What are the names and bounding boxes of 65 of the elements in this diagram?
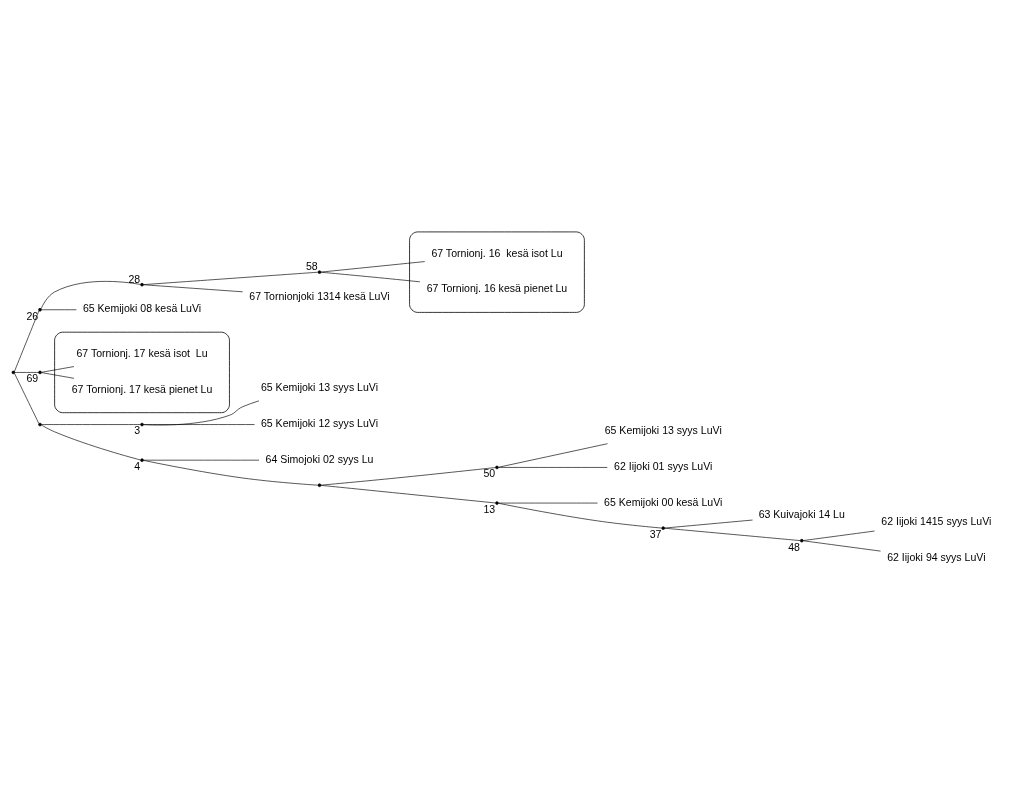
node-text: 65 Kemijoki 08 kesä LuVi — [82, 301, 202, 314]
node-point — [140, 422, 144, 426]
node-point — [800, 538, 804, 542]
connector — [143, 400, 260, 425]
connector — [41, 424, 141, 460]
node-label: 4 — [134, 459, 141, 472]
node-point — [495, 500, 499, 505]
connector — [498, 466, 608, 468]
connector — [14, 310, 40, 372]
node-label: 28 — [128, 272, 141, 285]
connector — [802, 539, 881, 551]
connector — [143, 423, 255, 425]
connector — [320, 260, 426, 272]
node-text: 67 Tornionj. 16 kesä pienet Lu — [426, 281, 568, 294]
connector — [664, 527, 801, 541]
connector — [40, 280, 141, 309]
connector — [41, 371, 75, 379]
node-point — [661, 525, 665, 530]
node-text: 67 Tornionjoki 1314 kesä LuVi — [249, 289, 390, 302]
connector — [14, 371, 39, 373]
connector — [664, 519, 753, 528]
node-text: 67 Tornionj. 17 kesä pienet Lu — [71, 382, 213, 395]
connector — [143, 283, 243, 292]
node-text: 64 Simojoki 02 syys Lu — [265, 452, 374, 465]
node-text: 65 Kemijoki 12 syys LuVi — [260, 416, 379, 429]
node-text: 67 Tornionj. 16 kesä isot Lu — [431, 246, 563, 259]
node-point — [38, 307, 42, 311]
node-label: 26 — [26, 309, 39, 322]
node-label: 58 — [305, 259, 318, 272]
node-label: 13 — [483, 502, 496, 515]
node-text: 62 Iijoki 1415 syys LuVi — [881, 514, 992, 527]
connector — [498, 442, 608, 468]
node-label: 3 — [134, 423, 141, 436]
node-label: 37 — [649, 527, 662, 540]
node-point — [11, 370, 16, 374]
node-label: 50 — [483, 466, 496, 479]
node-point — [38, 422, 42, 426]
cluster — [409, 231, 585, 313]
connector — [41, 308, 77, 310]
connector — [320, 466, 496, 485]
connector — [143, 459, 319, 485]
node-text: 63 Kuivajoki 14 Lu — [758, 507, 845, 520]
node-text: 65 Kemijoki 13 syys LuVi — [604, 423, 722, 436]
connector — [41, 423, 141, 425]
connector — [41, 365, 75, 373]
node-text: 67 Tornionj. 17 kesä isot Lu — [76, 346, 208, 359]
node-point — [140, 282, 144, 286]
node-label: 69 — [26, 371, 39, 384]
connector — [320, 271, 421, 282]
connector — [802, 530, 875, 541]
node-point — [38, 370, 42, 374]
connector — [498, 502, 662, 528]
node-text: 65 Kemijoki 13 syys LuVi — [260, 380, 379, 393]
node-point — [317, 483, 322, 487]
node-point — [140, 457, 144, 462]
node-point — [495, 465, 499, 469]
cluster — [54, 331, 230, 413]
connector — [14, 372, 40, 424]
node-text: 62 Iijoki 94 syys LuVi — [887, 550, 986, 563]
node-text: 65 Kemijoki 00 kesä LuVi — [604, 495, 723, 508]
connector — [320, 484, 496, 503]
node-label: 48 — [788, 540, 800, 553]
connector — [498, 502, 598, 503]
node-text: 62 Iijoki 01 syys LuVi — [614, 459, 713, 472]
node-point — [317, 269, 322, 274]
